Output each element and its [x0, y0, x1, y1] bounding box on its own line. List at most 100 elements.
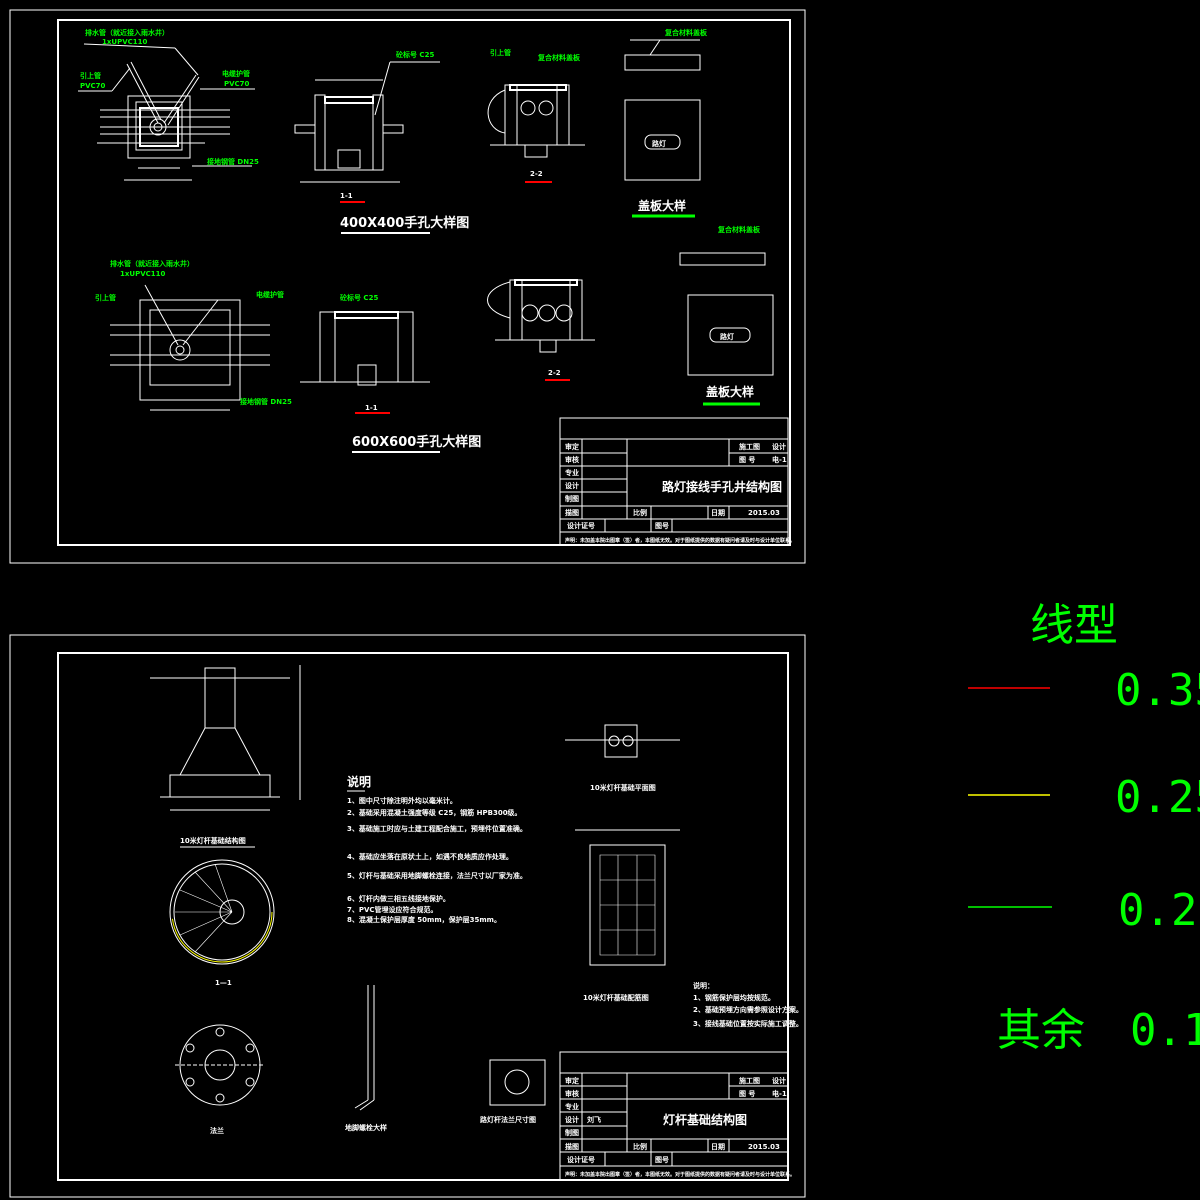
composite-label: 复合材料盖板	[537, 53, 581, 62]
drain-pipe-label-600: 排水管（就近接入雨水井）	[110, 259, 194, 268]
cover-label-600: 盖板大样	[706, 384, 754, 399]
concrete-label-400: 砼标号 C25	[396, 50, 434, 59]
foundation-section-circle: 1—1	[169, 859, 275, 987]
tb1-drawing-no-label: 图 号	[739, 455, 755, 464]
legend-title: 线型	[1030, 600, 1118, 651]
tb2-cert-label: 设计证号	[567, 1155, 595, 1164]
sheet-2-outer-frame	[9, 634, 806, 1198]
section-1-1-label-600: 1-1	[365, 404, 378, 412]
drain-pipe-label: 排水管（就近接入雨水井）	[85, 28, 169, 37]
ground-pipe-label-600: 接地钢管 DN25	[240, 397, 292, 406]
tb2-drawing-title: 灯杆基础结构图	[663, 1112, 747, 1127]
tb1-cert-label: 设计证号	[567, 521, 595, 530]
note-item: 8、混凝土保护层厚度 50mm，保护层35mm。	[347, 915, 501, 924]
concrete-label-600: 砼标号 C25	[340, 293, 378, 302]
hand-hole-400-section-1-1: 砼标号 C25 1-1	[294, 50, 440, 203]
up-spec-label: PVC70	[80, 82, 106, 90]
hand-hole-600-section: 砼标号 C25 1-1 600X600手孔大样图	[300, 293, 481, 453]
note-item: 7、PVC管埋设应符合规范。	[347, 905, 438, 914]
tb1-date-value: 2015.03	[748, 509, 780, 517]
section-1-1-label: 1-1	[340, 192, 353, 200]
section-2-2-label-600: 2-2	[548, 369, 561, 377]
tb2-row-label: 制图	[565, 1128, 579, 1137]
cover-plate-400: 复合材料盖板 路灯 盖板大样	[624, 28, 708, 218]
sheet-1-inner-frame	[57, 19, 791, 546]
pipe-plan-title: 10米灯杆基础平面图	[590, 783, 656, 792]
tb1-row-label: 设计	[565, 481, 579, 490]
cable-spec-label: PVC70	[224, 80, 250, 88]
legend-other-value: 0.1	[1130, 1005, 1200, 1056]
tb2-stage-label: 施工图	[739, 1076, 760, 1085]
cover-label-400: 盖板大样	[638, 198, 686, 213]
cover-composite-label-600: 复合材料盖板	[717, 225, 761, 234]
detail-400-title: 400X400手孔大样图	[340, 215, 469, 231]
anchor-bolt: 地脚螺栓大样	[345, 985, 387, 1132]
flange-title: 法兰	[210, 1126, 224, 1135]
drain-spec-label: 1xUPVC110	[102, 38, 147, 46]
notes-title: 说明	[347, 774, 371, 789]
tb2-row-label: 描图	[565, 1142, 579, 1151]
tb2-disclaimer: 声明：未加盖本院出图章（签）者，本图纸无效。对于图纸提供的数据有疑问者请及时与设…	[564, 1171, 795, 1178]
tb2-date-value: 2015.03	[748, 1143, 780, 1151]
sheet-1-outer-frame	[9, 9, 806, 564]
hand-hole-400-plan: 排水管（就近接入雨水井） 1xUPVC110 引上管 PVC70 电缆护管 PV…	[78, 28, 259, 181]
cover-text-600: 路灯	[720, 332, 734, 341]
note-item: 2、基础采用混凝土强度等级 C25，钢筋 HPB300级。	[347, 808, 522, 817]
bolt-title: 地脚螺栓大样	[345, 1123, 387, 1132]
tb1-row-label: 审核	[565, 455, 579, 464]
note-item: 6、灯杆内做三相五线接地保护。	[347, 894, 450, 903]
tb2-row-label: 设计	[565, 1115, 579, 1124]
section-label: 1—1	[215, 979, 232, 987]
rebar-title: 10米灯杆基础配筋图	[583, 993, 649, 1002]
tb2-drawing-no-value: 电-1	[772, 1089, 787, 1098]
tb2-row-label: 专业	[565, 1102, 579, 1111]
rebar-detail: 10米灯杆基础配筋图	[575, 829, 680, 1002]
up-pipe-label-2: 引上管	[490, 48, 511, 57]
tb1-row-label: 审定	[565, 442, 579, 451]
tb1-scale-label: 比例	[633, 508, 647, 517]
tb1-drawing-no-value: 电-1	[772, 455, 787, 464]
legend-value: 0.2	[1118, 885, 1197, 936]
sheet-2: 10米灯杆基础结构图 1—1 法兰 说明 1、图中尺寸除注明外均以毫米计。	[9, 634, 806, 1198]
hand-hole-600-section-2-2: 2-2	[487, 279, 595, 381]
tb2-sheet-label: 图号	[655, 1155, 669, 1164]
right-notes-title: 说明：	[693, 981, 714, 990]
sheet-1: 排水管（就近接入雨水井） 1xUPVC110 引上管 PVC70 电缆护管 PV…	[9, 9, 806, 564]
note-item: 4、基础应坐落在原状土上，如遇不良地质应作处理。	[347, 852, 513, 861]
title-block-1: 审定 审核 专业 设计 制图 描图 施工图 设计 图 号 电-1 路灯接线手孔井…	[559, 417, 795, 546]
tb2-scale-label: 比例	[633, 1142, 647, 1151]
notes: 说明 1、图中尺寸除注明外均以毫米计。 2、基础采用混凝土强度等级 C25，钢筋…	[347, 774, 527, 924]
cover-composite-label: 复合材料盖板	[664, 28, 708, 37]
legend-other-label: 其余	[997, 1005, 1085, 1056]
cable-pipe-label-600: 电缆护管	[256, 290, 284, 299]
up-pipe-label: 引上管	[80, 71, 101, 80]
pipe-plan: 10米灯杆基础平面图	[565, 724, 680, 792]
tb1-disclaimer: 声明：未加盖本院出图章（签）者，本图纸无效。对于图纸提供的数据有疑问者请及时与设…	[564, 537, 795, 544]
ground-pipe-label: 接地钢管 DN25	[207, 157, 259, 166]
line-weight-legend: 线型 0.35 0.25 0.2 其余 0.1	[968, 600, 1200, 1056]
tb1-row-label: 制图	[565, 494, 579, 503]
cover-text-400: 路灯	[652, 139, 666, 148]
up-pipe-label-600: 引上管	[95, 293, 116, 302]
tb2-design-signature: 刘飞	[587, 1115, 601, 1124]
detail-600-title: 600X600手孔大样图	[352, 434, 481, 450]
hand-hole-600-plan: 排水管（就近接入雨水井） 1xUPVC110 引上管 电缆护管 接地钢管 DN2…	[95, 259, 292, 411]
tb2-row-label: 审核	[565, 1089, 579, 1098]
right-note-item: 3、接线基础位置按实际施工调整。	[693, 1019, 803, 1028]
section-2-2-label: 2-2	[530, 170, 543, 178]
legend-value: 0.25	[1115, 772, 1200, 823]
tb1-stage-label: 施工图	[739, 442, 760, 451]
right-note-item: 2、基础预埋方向需参照设计方案。	[693, 1005, 803, 1014]
tb1-sheet-label: 图号	[655, 521, 669, 530]
tb1-stage-value: 设计	[772, 442, 786, 451]
note-item: 1、图中尺寸除注明外均以毫米计。	[347, 796, 457, 805]
hand-hole-400-section-2-2: 引上管 复合材料盖板 2-2	[487, 48, 585, 183]
tb1-drawing-title: 路灯接线手孔井结构图	[662, 479, 782, 494]
cover-plate-600: 复合材料盖板 路灯 盖板大样	[679, 225, 774, 406]
tb1-row-label: 专业	[565, 468, 579, 477]
tb2-date-label: 日期	[711, 1142, 725, 1151]
sheet-2-inner-frame	[57, 652, 789, 1181]
title-block-2: 审定 审核 专业 设计 刘飞 制图 描图 施工图 设计 图 号 电-1 灯杆基础…	[559, 1051, 795, 1181]
foundation-title: 10米灯杆基础结构图	[180, 836, 246, 845]
cable-pipe-label: 电缆护管	[222, 69, 250, 78]
